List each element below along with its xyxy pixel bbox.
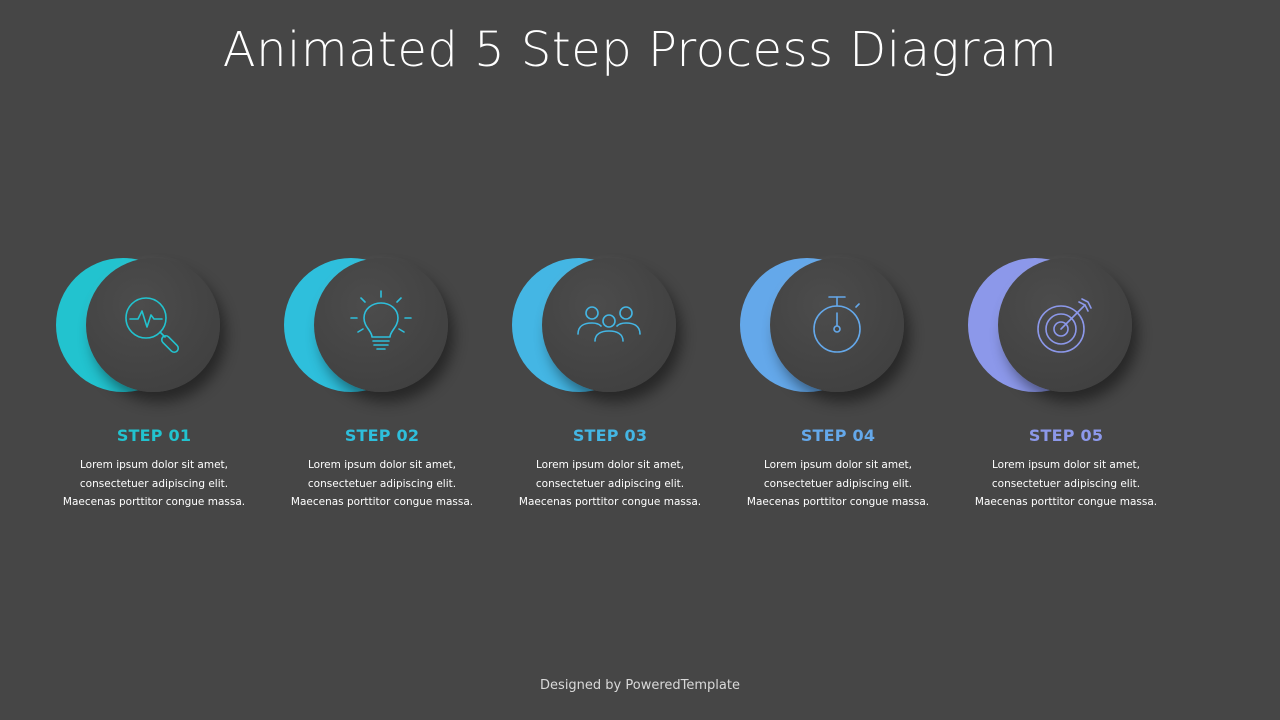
page-title: Animated 5 Step Process Diagram [222,22,1058,78]
step-4-desc-line-2: consectetuer adipiscing elit. [763,477,913,490]
target-icon [1037,298,1092,353]
step-3-desc-line-3: Maecenas porttitor congue massa. [518,496,702,508]
step-2-description: Lorem ipsum dolor sit amet, consectetuer… [268,456,496,512]
lightbulb-icon [350,290,412,350]
step-4-graphic [684,255,912,405]
step-3-label: STEP 03 [572,426,648,445]
team-icon [577,306,641,342]
step-3-graphic [456,255,684,405]
step-5-label: STEP 05 [1028,426,1104,445]
step-1-desc-line-1: Lorem ipsum dolor sit amet, [80,459,228,471]
credit-text: Designed by PoweredTemplate [540,678,740,693]
step-4-description: Lorem ipsum dolor sit amet, consectetuer… [724,456,952,512]
step-2-desc-line-2: consectetuer adipiscing elit. [307,477,457,490]
step-4-desc-line-3: Maecenas porttitor congue massa. [746,496,930,508]
step-4-desc-line-1: Lorem ipsum dolor sit amet, [764,459,912,471]
step-1-label: STEP 01 [116,426,192,445]
step-1-desc-line-3: Maecenas porttitor congue massa. [62,496,246,508]
step-5-desc-line-3: Maecenas porttitor congue massa. [974,496,1158,508]
step-2-disc [314,258,448,392]
step-1-desc-line-2: consectetuer adipiscing elit. [79,477,229,490]
magnifier-pulse-icon [125,297,180,354]
step-1-disc [86,258,220,392]
step-5-desc-line-1: Lorem ipsum dolor sit amet, [992,459,1140,471]
step-3-desc-line-1: Lorem ipsum dolor sit amet, [536,459,684,471]
step-4-label: STEP 04 [800,426,876,445]
step-1-description: Lorem ipsum dolor sit amet, consectetuer… [40,456,268,512]
step-5-graphic [912,255,1140,405]
step-3-disc [542,258,676,392]
step-3-desc-line-2: consectetuer adipiscing elit. [535,477,685,490]
step-5-desc-line-2: consectetuer adipiscing elit. [991,477,1141,490]
step-2-label: STEP 02 [344,426,420,445]
step-3-description: Lorem ipsum dolor sit amet, consectetuer… [496,456,724,512]
step-5-description: Lorem ipsum dolor sit amet, consectetuer… [952,456,1180,512]
stopwatch-icon [813,296,861,353]
step-1-graphic [0,255,228,405]
step-2-graphic [228,255,456,405]
step-2-desc-line-3: Maecenas porttitor congue massa. [290,496,474,508]
step-2-desc-line-1: Lorem ipsum dolor sit amet, [308,459,456,471]
